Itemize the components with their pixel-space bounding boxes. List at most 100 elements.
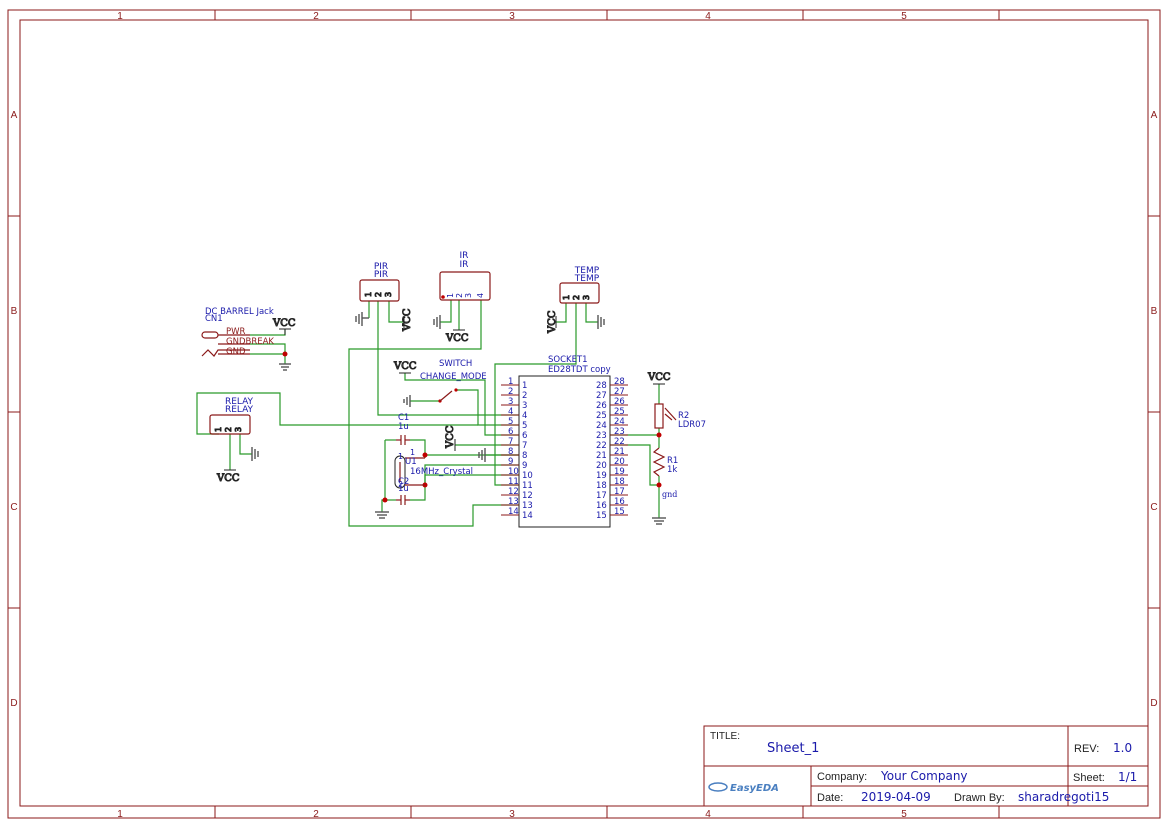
socket-pin-6: 6 — [508, 427, 513, 437]
ldr-r2[interactable] — [654, 403, 677, 429]
socket1-body[interactable] — [518, 375, 611, 528]
socket-pin-inner-2: 2 — [522, 391, 527, 401]
socket-pin-22: 22 — [614, 437, 625, 447]
svg-text:2: 2 — [224, 427, 233, 432]
socket-pin-4: 4 — [508, 407, 513, 417]
socket-pin-inner-5: 5 — [522, 421, 527, 431]
zone-col-3: 3 — [509, 11, 515, 22]
socket-pin-inner-27: 27 — [596, 391, 607, 401]
r1-ref: R1 — [667, 456, 678, 466]
socket-pin-inner-12: 12 — [522, 491, 533, 501]
svg-text:4: 4 — [476, 293, 485, 298]
socket-pin-23: 23 — [614, 427, 625, 437]
rev-label: REV: — [1074, 743, 1099, 755]
svg-text:GND: GND — [226, 347, 246, 357]
svg-text:2: 2 — [455, 293, 464, 298]
ir-body[interactable] — [439, 271, 491, 301]
zone-col-5: 5 — [901, 11, 907, 22]
socket-ref: SOCKET1 — [548, 355, 588, 365]
socket-pin-inner-10: 10 — [522, 471, 533, 481]
socket-pin-inner-25: 25 — [596, 411, 607, 421]
svg-text:3: 3 — [234, 427, 243, 432]
vcc-label-ldr: VCC — [647, 372, 671, 383]
labels: PIR PIR 1 2 3 IR IR 1 2 3 4 TEMP TEMP 1 … — [205, 251, 706, 499]
relay-value: RELAY — [225, 405, 254, 415]
socket-pin-inner-9: 9 — [522, 461, 527, 471]
vcc-label-temp: VCC — [547, 310, 558, 334]
zone-row-D: D — [10, 698, 17, 709]
socket-pin-inner-19: 19 — [596, 471, 607, 481]
vcc-label-ir: VCC — [445, 333, 469, 344]
socket-pin-17: 17 — [614, 487, 625, 497]
r1-value: 1k — [667, 465, 677, 475]
zone-col-1: 1 — [117, 809, 123, 820]
svg-text:1: 1 — [446, 293, 455, 298]
socket-pin-27: 27 — [614, 387, 625, 397]
zone-row-A: A — [11, 110, 18, 121]
socket-pin-inner-11: 11 — [522, 481, 533, 491]
switch-name: SWITCH — [439, 359, 472, 369]
socket-pin-inner-3: 3 — [522, 401, 527, 411]
vcc-label-pin7: VCC — [445, 425, 456, 449]
socket-pin-inner-21: 21 — [596, 451, 607, 461]
socket-pin-5: 5 — [508, 417, 513, 427]
temp-name: TEMP — [574, 266, 600, 276]
svg-text:GNDBREAK: GNDBREAK — [226, 337, 274, 347]
socket-pin-9: 9 — [508, 457, 513, 467]
temp-body[interactable] — [559, 282, 600, 304]
svg-text:3: 3 — [384, 292, 393, 297]
zone-col-3: 3 — [509, 809, 515, 820]
title-value: Sheet_1 — [767, 741, 819, 756]
zone-row-B: B — [1151, 306, 1158, 317]
relay-body[interactable] — [209, 414, 251, 435]
socket-pin-12: 12 — [508, 487, 519, 497]
c1-value: 1u — [398, 422, 409, 432]
dc-barrel-jack[interactable] — [201, 331, 250, 357]
socket-pin-inner-17: 17 — [596, 491, 607, 501]
socket-pin-inner-28: 28 — [596, 381, 607, 391]
r2-ref: R2 — [678, 411, 689, 421]
zone-col-2: 2 — [313, 809, 319, 820]
socket-pin-16: 16 — [614, 497, 625, 507]
jack-name: DC BARREL Jack — [205, 307, 274, 317]
socket-pin-inner-14: 14 — [522, 511, 533, 521]
u1-value: 16MHz_Crystal — [410, 467, 473, 477]
socket-pin-inner-4: 4 — [522, 411, 527, 421]
zone-row-D: D — [1150, 698, 1157, 709]
crystal-u1[interactable] — [394, 455, 425, 489]
sheet-value: 1/1 — [1118, 770, 1137, 784]
socket-pin-inner-22: 22 — [596, 441, 607, 451]
switch-symbol[interactable] — [438, 388, 458, 403]
socket-pin-inner-26: 26 — [596, 401, 607, 411]
socket-pin-2: 2 — [508, 387, 513, 397]
socket-pin-8: 8 — [508, 447, 513, 457]
socket-pin-28: 28 — [614, 377, 625, 387]
socket-pin-13: 13 — [508, 497, 519, 507]
r2-value: LDR07 — [678, 420, 706, 430]
socket-pin-inner-20: 20 — [596, 461, 607, 471]
resistor-r1[interactable] — [652, 447, 666, 477]
capacitor-c2[interactable] — [396, 495, 410, 505]
socket-pin-11: 11 — [508, 477, 519, 487]
pir-body[interactable] — [359, 279, 400, 302]
socket-pin-inner-7: 7 — [522, 441, 527, 451]
ground-symbols — [251, 312, 666, 525]
rev-value: 1.0 — [1113, 741, 1132, 755]
svg-text:1: 1 — [410, 448, 415, 457]
svg-text:2: 2 — [572, 295, 581, 300]
capacitor-c1[interactable] — [396, 435, 410, 445]
svg-text:1: 1 — [364, 292, 373, 297]
socket-pin-18: 18 — [614, 477, 625, 487]
socket-pin-inner-6: 6 — [522, 431, 527, 441]
socket-pin-24: 24 — [614, 417, 625, 427]
socket-pin-25: 25 — [614, 407, 625, 417]
temp-value: TEMP — [574, 274, 600, 284]
pir-name: PIR — [374, 262, 388, 272]
ir-value: IR — [460, 260, 469, 270]
title-label: TITLE: — [710, 731, 740, 742]
svg-text:1: 1 — [398, 452, 403, 461]
date-value: 2019-04-09 — [861, 790, 931, 804]
drawn-label: Drawn By: — [954, 792, 1005, 804]
junctions — [282, 351, 662, 503]
